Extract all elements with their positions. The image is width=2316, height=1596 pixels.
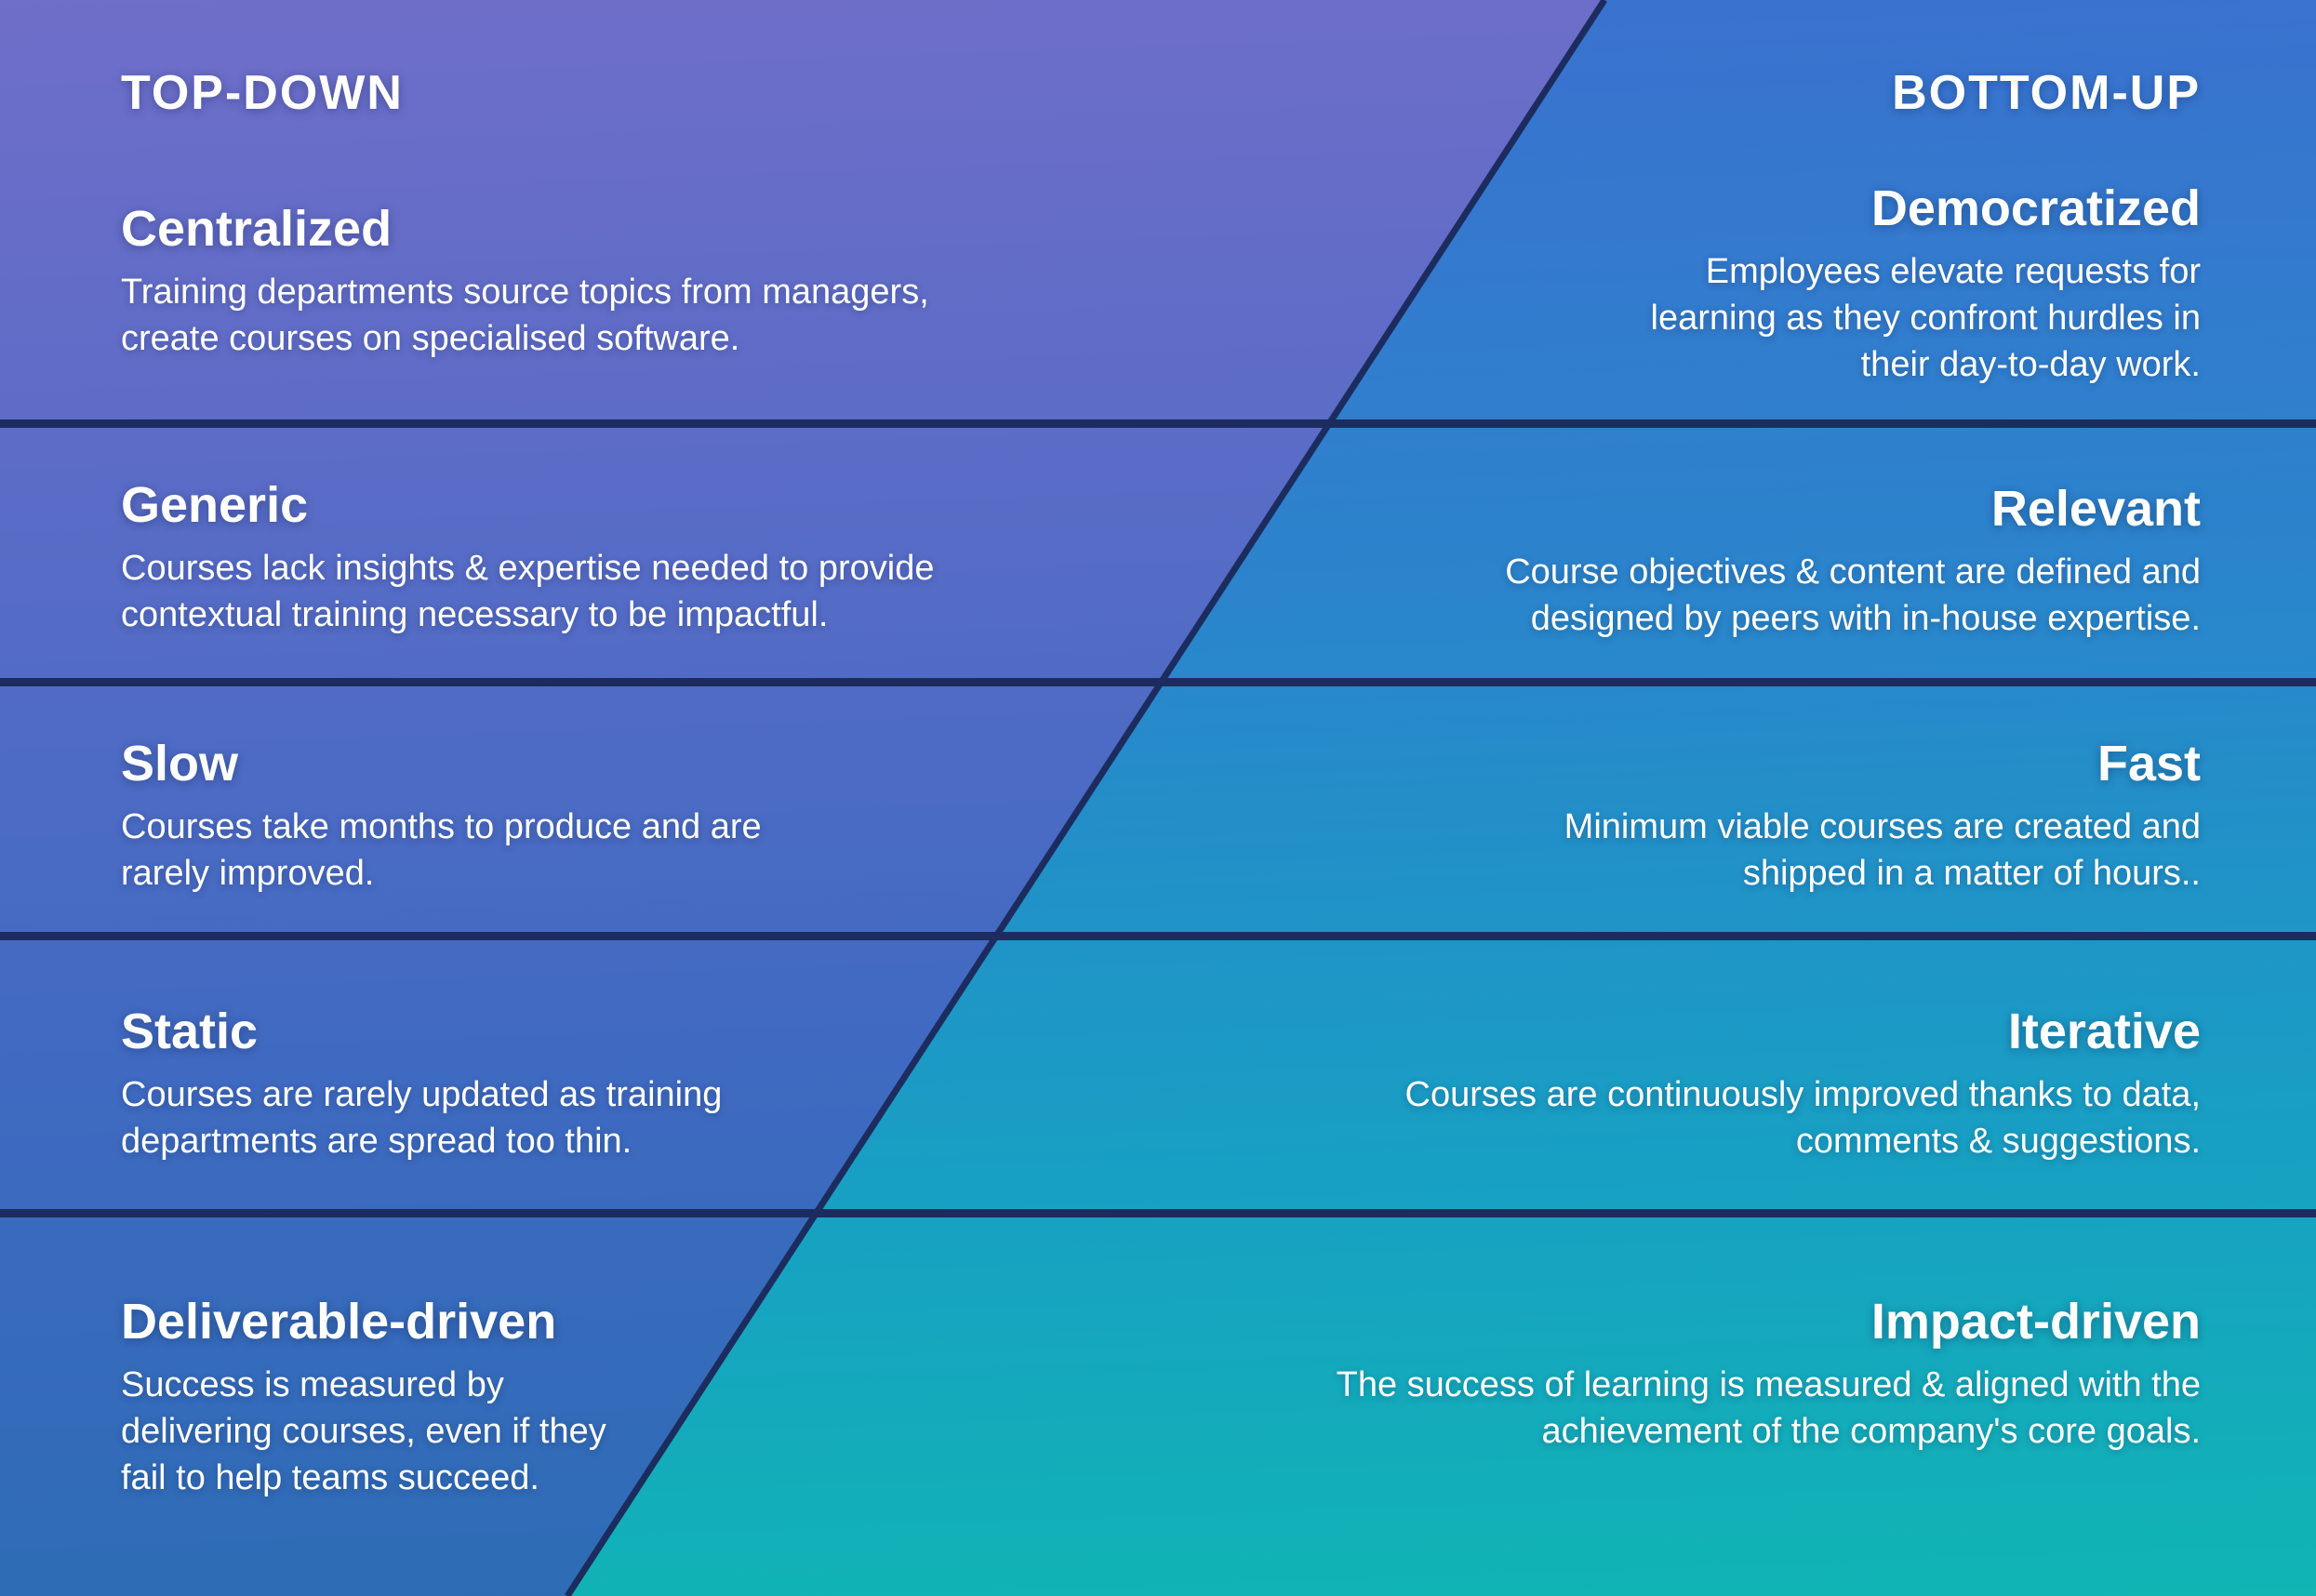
horizontal-divider-line <box>0 419 2316 428</box>
item-title: Static <box>121 1004 259 1059</box>
item-impact-driven: Impact-driven The success of learning is… <box>1337 1293 2201 1455</box>
item-body: Courses are continuously improved thanks… <box>1404 1075 2201 1161</box>
item-slow: Slow Courses take months to produce and … <box>121 735 762 897</box>
column-header-top-down: TOP-DOWN <box>121 66 404 120</box>
item-body: Courses lack insights & expertise needed… <box>121 549 935 634</box>
horizontal-divider-line <box>0 932 2316 940</box>
item-generic: Generic Courses lack insights & expertis… <box>121 476 934 638</box>
item-title: Deliverable-driven <box>121 1294 557 1350</box>
column-header-bottom-up: BOTTOM-UP <box>1892 66 2201 120</box>
item-body: Courses take months to produce and are r… <box>121 807 762 893</box>
item-relevant: Relevant Course objectives & content are… <box>1505 480 2201 642</box>
item-centralized: Centralized Training departments source … <box>121 200 929 362</box>
item-body: Course objectives & content are defined … <box>1505 552 2201 638</box>
item-body: Success is measured by delivering course… <box>121 1365 606 1497</box>
item-iterative: Iterative Courses are continuously impro… <box>1405 1003 2201 1164</box>
item-body: Minimum viable courses are created and s… <box>1564 807 2201 893</box>
item-title: Fast <box>2096 736 2201 791</box>
item-body: Training departments source topics from … <box>121 273 929 358</box>
item-title: Impact-driven <box>1870 1294 2201 1350</box>
item-body: The success of learning is measured & al… <box>1336 1365 2201 1451</box>
item-deliverable-driven: Deliverable-driven Success is measured b… <box>121 1293 606 1501</box>
item-title: Centralized <box>121 201 393 257</box>
item-title: Relevant <box>1990 481 2201 537</box>
item-body: Employees elevate requests for learning … <box>1650 252 2201 384</box>
item-title: Democratized <box>1870 180 2201 236</box>
item-title: Iterative <box>2007 1004 2201 1059</box>
item-title: Slow <box>121 736 239 791</box>
item-fast: Fast Minimum viable courses are created … <box>1564 735 2201 897</box>
item-title: Generic <box>121 477 309 533</box>
item-static: Static Courses are rarely updated as tra… <box>121 1003 722 1164</box>
horizontal-divider-line <box>0 1209 2316 1217</box>
item-democratized: Democratized Employees elevate requests … <box>1651 180 2201 388</box>
item-body: Courses are rarely updated as training d… <box>121 1075 723 1161</box>
